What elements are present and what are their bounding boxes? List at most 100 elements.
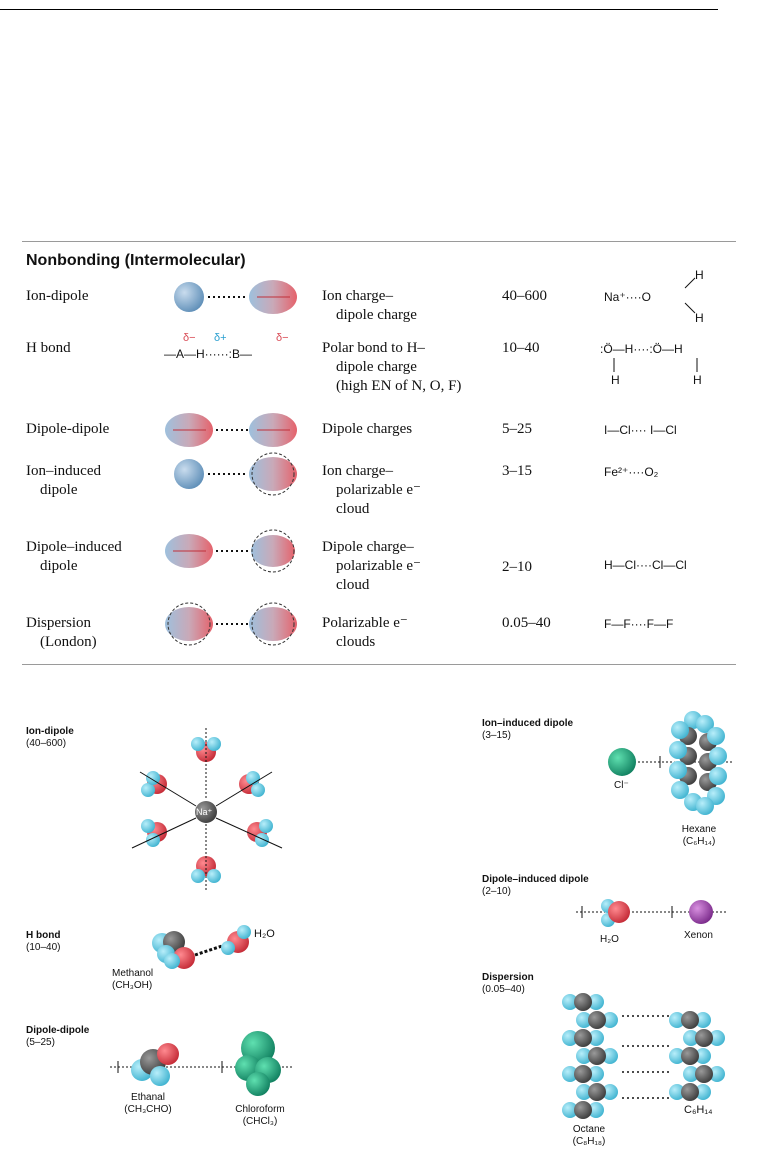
ion-dipole-schematic [174, 280, 297, 314]
hydrogen-bond-dots [194, 944, 223, 957]
row-name: Dispersion(London) [26, 615, 97, 650]
row-basis: Ion charge–dipole charge [322, 288, 417, 323]
atom [695, 1048, 711, 1064]
atom [588, 1102, 604, 1118]
illus-ion-dipole-label: Ion-dipole(40–600) [26, 726, 74, 749]
dipole-ellipse [249, 607, 297, 641]
atom [695, 1012, 711, 1028]
example-h-bottom: H [695, 311, 704, 325]
row-energy: 0.05–40 [502, 615, 551, 631]
delta-plus-label: δ+ [214, 332, 227, 344]
illus-hbond-label: H bond(10–40) [26, 930, 61, 953]
hexane-label: Hexane(C₆H₁₄) [681, 824, 717, 847]
ethanal-label: Ethanal(CH₃CHO) [124, 1092, 172, 1115]
dipole-axis [215, 817, 283, 849]
atom [574, 1029, 592, 1047]
water-molecule [247, 819, 273, 847]
induced-cloud [251, 452, 295, 496]
dipole-induced-illustration [576, 899, 726, 927]
atom [574, 1101, 592, 1119]
dipole-ellipse [165, 607, 213, 641]
atom [602, 1084, 618, 1100]
row-name: Ion-dipole [26, 288, 89, 304]
atom [576, 1084, 592, 1100]
chloride-ion [608, 748, 636, 776]
delta-minus-label: δ− [276, 332, 289, 344]
row-energy: 2–10 [502, 559, 532, 575]
octane-label: Octane(C₈H₁₈) [572, 1124, 606, 1147]
row-basis: Polarizable e⁻clouds [322, 615, 408, 650]
row-basis: Polar bond to H–dipole charge(high EN of… [322, 340, 462, 394]
sodium-ion [195, 801, 217, 823]
row-example: I—Cl···· I—Cl [604, 423, 677, 437]
hbond-schematic-text: —A—H······:B— [164, 347, 252, 361]
table-top-rule [22, 241, 736, 242]
induced-cloud [251, 529, 295, 573]
xenon-label: Xenon [684, 930, 713, 941]
atom [562, 994, 578, 1010]
atom [669, 1012, 685, 1028]
atom [588, 1011, 606, 1029]
hexane-chain [669, 711, 727, 815]
example-h-label: H [693, 373, 702, 387]
atom [681, 1047, 699, 1065]
example-h-top: H [695, 268, 704, 282]
atom [588, 1047, 606, 1065]
water-molecule [141, 819, 167, 847]
row-energy: 10–40 [502, 340, 540, 356]
dipole-dipole-illustration [110, 1031, 292, 1096]
row-basis: Dipole charge–polarizable e⁻cloud [322, 539, 421, 593]
atom [709, 1066, 725, 1082]
atom [709, 1030, 725, 1046]
row-example: :Ö—H····:Ö—H [600, 342, 683, 356]
atom [695, 1029, 713, 1047]
atom [562, 1066, 578, 1082]
illus-dispersion-label: Dispersion(0.05–40) [482, 972, 534, 995]
dispersion-schematic [165, 602, 297, 646]
section-title: Nonbonding (Intermolecular) [26, 252, 246, 269]
dipole-axis [131, 817, 197, 849]
atom [562, 1030, 578, 1046]
atom [574, 1065, 592, 1083]
row-energy: 40–600 [502, 288, 547, 304]
hexane-label: C₆H₁₄ [684, 1104, 713, 1116]
ion-induced-illustration [608, 711, 734, 815]
atom [681, 1083, 699, 1101]
ion-dipole-illustration [131, 728, 283, 890]
atom [576, 1048, 592, 1064]
row-basis: Ion charge–polarizable e⁻cloud [322, 463, 421, 517]
methanol-label: Methanol(CH₃OH) [112, 968, 154, 991]
atom [562, 1102, 578, 1118]
atom [588, 1066, 604, 1082]
atom [695, 1065, 713, 1083]
row-name: Dipole-dipole [26, 421, 110, 437]
sodium-label: Na⁺ [196, 807, 213, 817]
illus-dipole-dipole-label: Dipole-dipole(5–25) [26, 1025, 90, 1048]
water-label: H₂O [254, 928, 275, 940]
bond-line [684, 277, 696, 289]
ion-induced-schematic [174, 452, 297, 496]
table-bottom-rule [22, 664, 736, 665]
dipole-dipole-schematic [165, 413, 297, 447]
row-basis: Dipole charges [322, 421, 413, 437]
atom [576, 1012, 592, 1028]
bond-line [684, 302, 696, 314]
dipole-axis [139, 771, 197, 807]
illus-ion-induced-label: Ion–induced dipole(3–15) [482, 718, 574, 741]
row-example: Fe²⁺····O₂ [604, 465, 659, 479]
row-example: H—Cl····Cl—Cl [604, 558, 687, 572]
example-h-label: H [611, 373, 620, 387]
atom [681, 1011, 699, 1029]
row-energy: 5–25 [502, 421, 532, 437]
atom [602, 1012, 618, 1028]
dispersion-illustration [562, 993, 725, 1119]
dipole-ellipse [249, 457, 297, 491]
induced-cloud [251, 602, 295, 646]
row-name: H bond [26, 340, 71, 356]
atom [669, 1048, 685, 1064]
atom [683, 1066, 699, 1082]
ion-sphere [174, 459, 204, 489]
atom [602, 1048, 618, 1064]
